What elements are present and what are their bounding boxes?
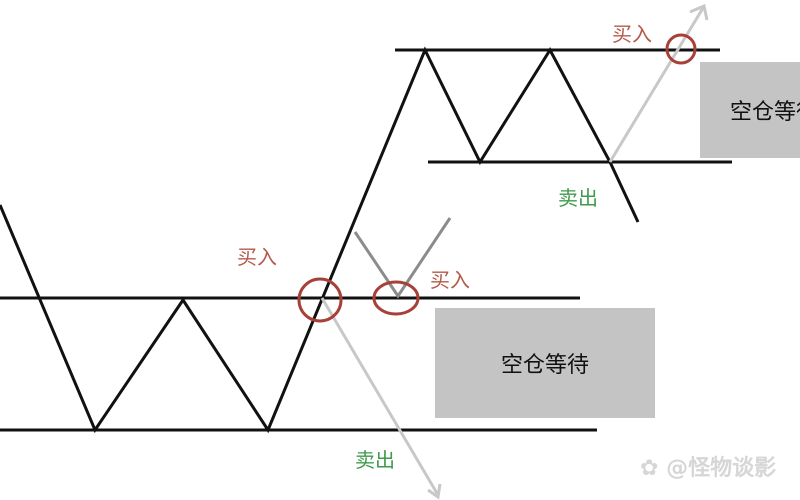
buy-label: 买入 bbox=[237, 245, 277, 269]
watermark-text: @怪物谈影 bbox=[666, 456, 777, 481]
buy-label: 买入 bbox=[430, 268, 470, 292]
buy-point-circle bbox=[297, 277, 343, 323]
alt-pullback-path bbox=[353, 217, 452, 299]
wait-box: 空仓等待 bbox=[700, 62, 800, 158]
wait-box: 空仓等待 bbox=[435, 308, 655, 418]
price-path bbox=[0, 46, 640, 434]
buy-label: 买入 bbox=[612, 22, 652, 46]
watermark: ✿ @怪物谈影 bbox=[640, 456, 777, 481]
false-breakout-arrow bbox=[320, 297, 440, 496]
sell-label: 卖出 bbox=[355, 448, 395, 472]
false-breakout-arrow-head bbox=[427, 483, 442, 500]
breakout-arrow bbox=[608, 7, 705, 163]
buy-point-circle bbox=[372, 280, 420, 316]
breakout-arrow-head bbox=[689, 3, 709, 21]
sell-label: 卖出 bbox=[558, 186, 598, 210]
buy-point-circle bbox=[665, 33, 697, 65]
